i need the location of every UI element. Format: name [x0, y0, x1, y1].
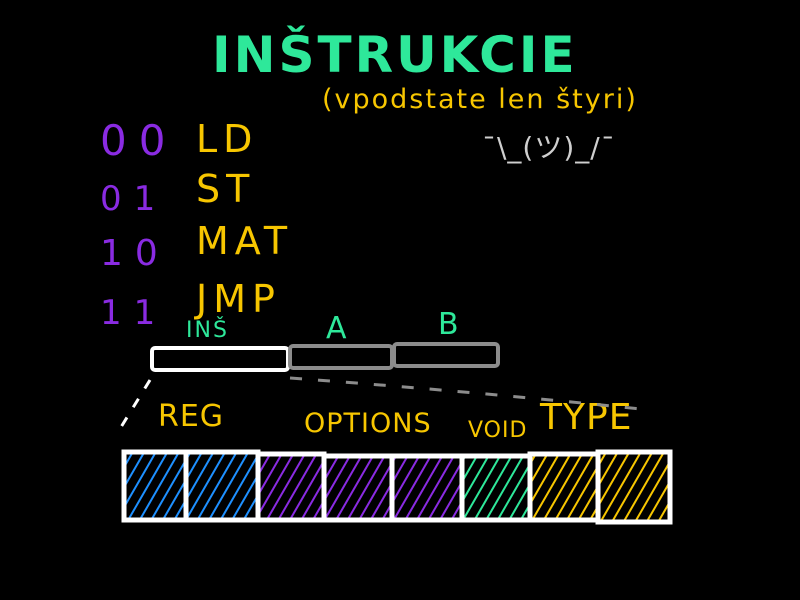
expansion-line-left [116, 379, 152, 433]
field-label-type: TYPE [540, 397, 633, 438]
mnemonic-st: ST [196, 167, 256, 211]
shrug-emoticon: ¯\_(ツ)_/¯ [482, 131, 616, 164]
title: INŠTRUKCIE [212, 26, 578, 84]
field-label-options: OPTIONS [304, 408, 432, 439]
field-label-void: VOID [468, 418, 528, 443]
bit-cell-2 [183, 449, 261, 523]
bit-cell-8 [595, 449, 673, 525]
subtitle: (vpodstate len štyri) [322, 84, 638, 115]
field-label-a: A [326, 311, 348, 346]
mnemonic-mat: MAT [196, 219, 294, 263]
bit-cell-3 [255, 451, 327, 523]
field-label-b: B [438, 307, 460, 342]
b-field-box [392, 342, 500, 368]
field-label-ins: INŠ [186, 318, 229, 343]
opcode-st: 01 [100, 179, 168, 219]
mnemonic-ld: LD [196, 117, 259, 161]
opcode-mat: 10 [100, 233, 170, 274]
bit-cell-1 [121, 449, 189, 523]
mnemonic-jmp: JMP [196, 277, 281, 321]
bit-cell-5 [389, 453, 465, 523]
bit-cell-7 [527, 451, 601, 523]
bit-cell-6 [459, 453, 533, 523]
opcode-jmp: 11 [100, 293, 168, 333]
opcode-ld: 00 [100, 116, 178, 165]
expansion-line-right [289, 376, 651, 412]
bit-field-row [121, 449, 673, 525]
bit-cell-4 [321, 453, 395, 523]
a-field-box [288, 344, 394, 370]
ins-field-box [150, 346, 290, 372]
field-label-reg: REG [158, 399, 225, 434]
